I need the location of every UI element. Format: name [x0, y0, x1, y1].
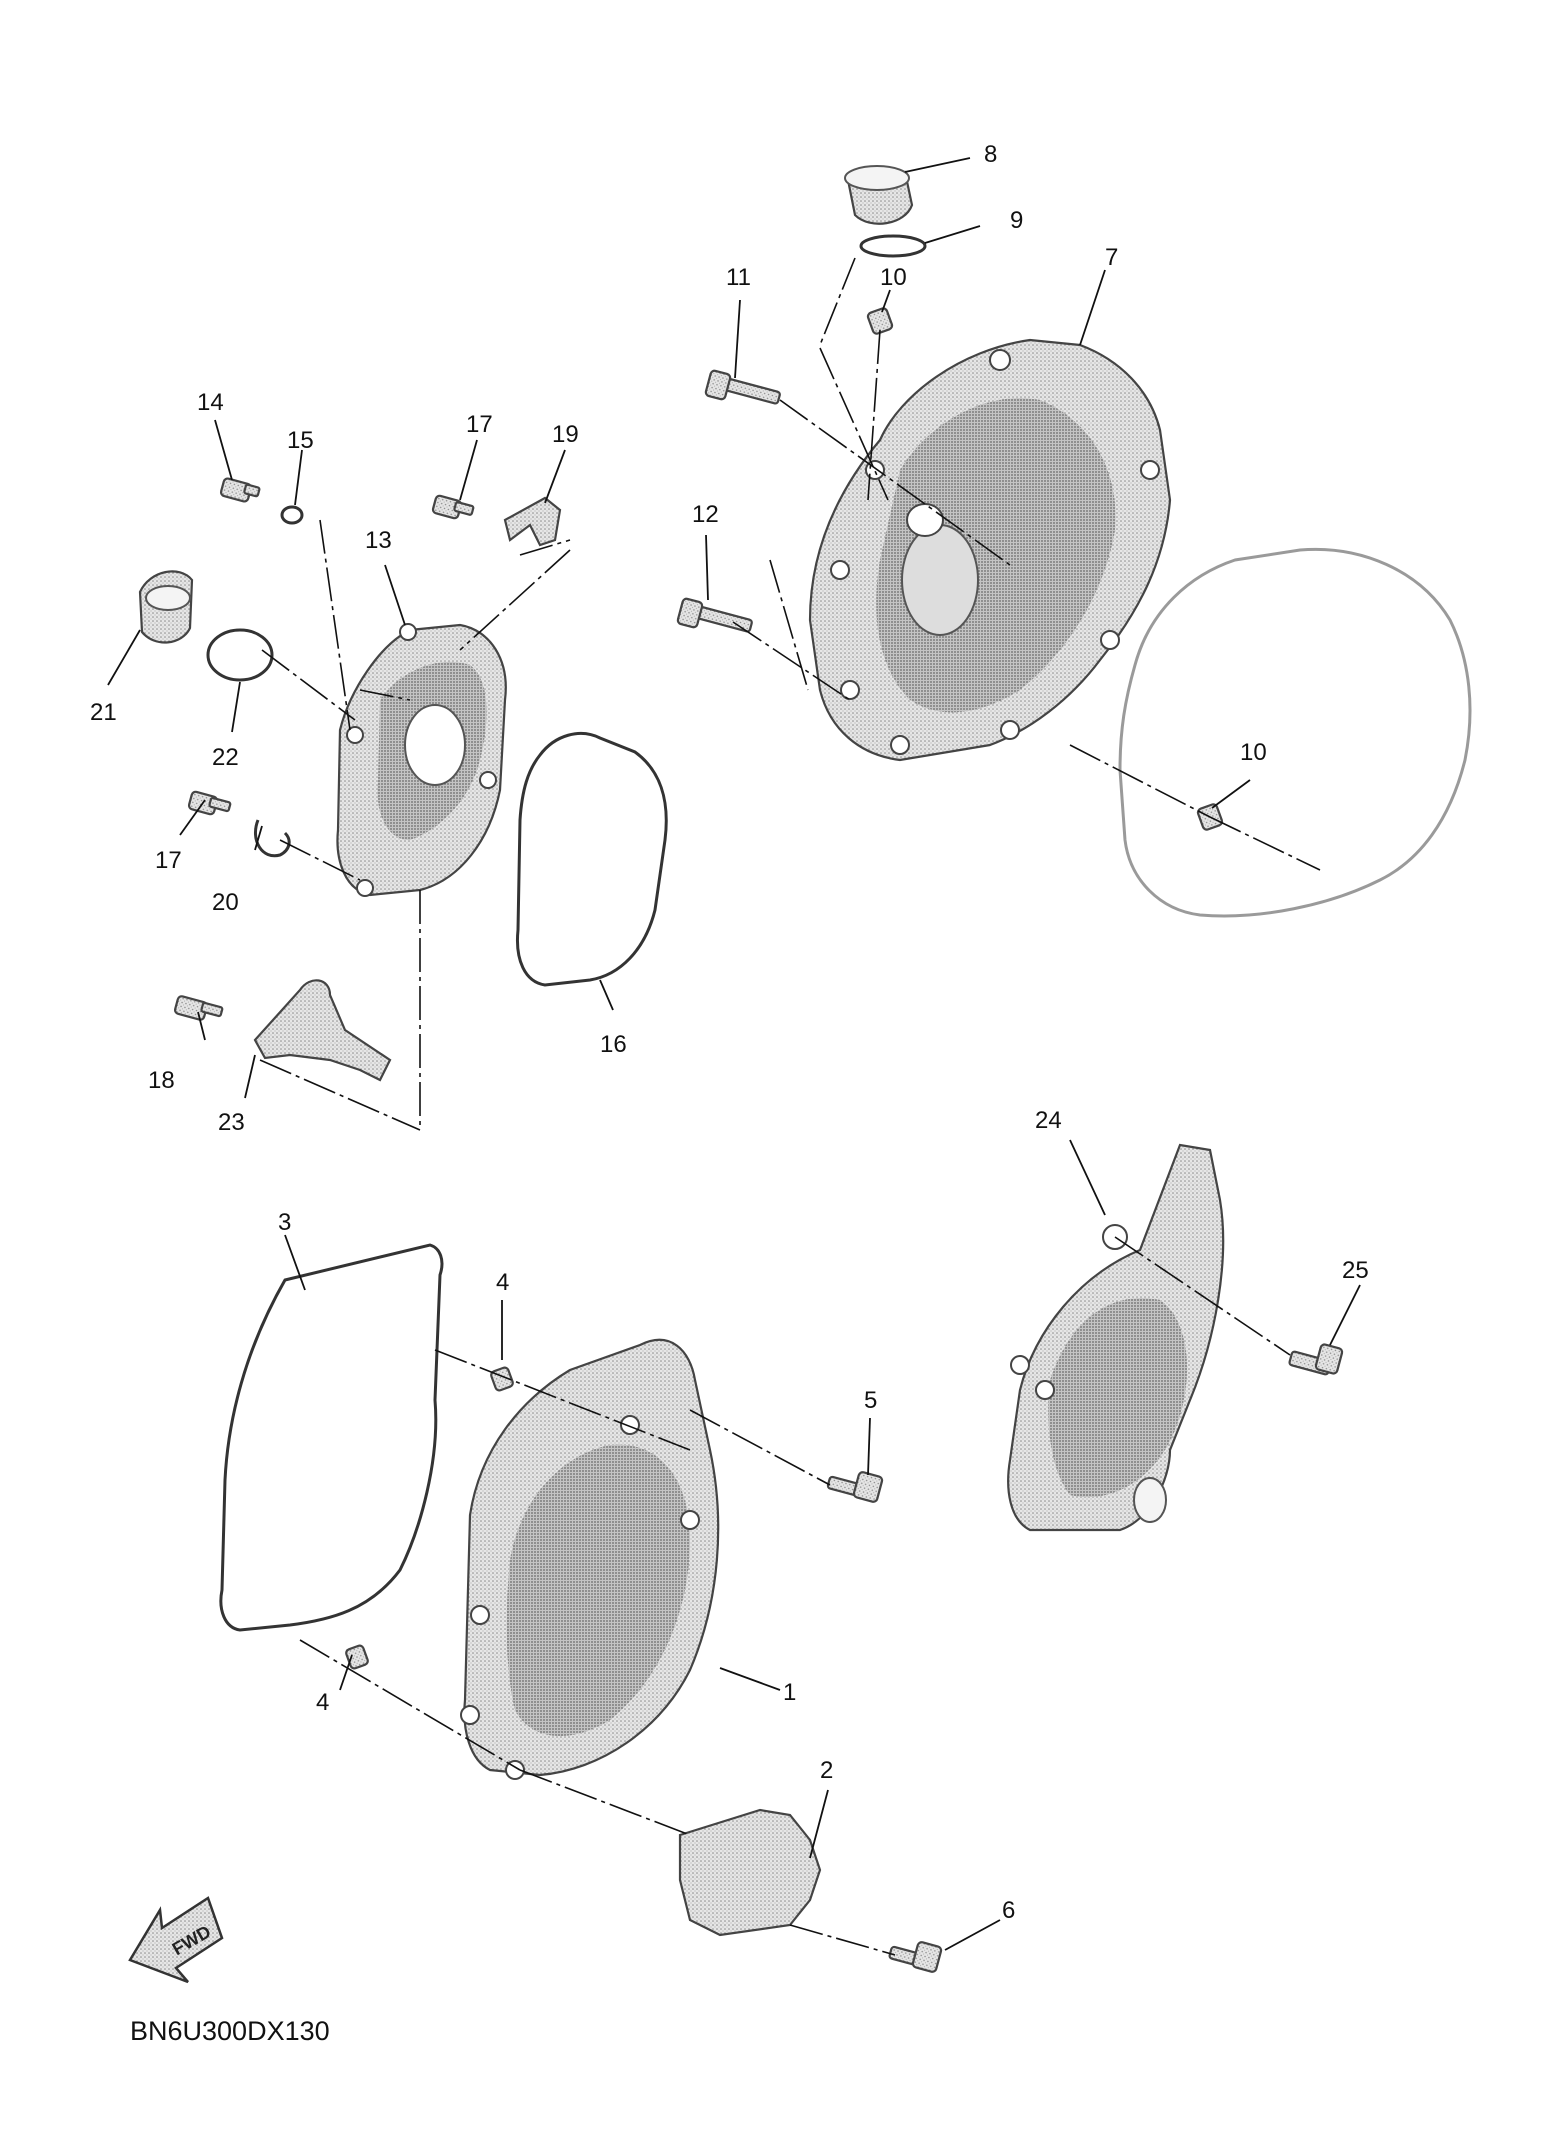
generator-cover-part-1 — [460, 1338, 720, 1780]
callout-13: 13 — [365, 527, 392, 554]
callout-3: 3 — [278, 1209, 291, 1236]
bolt-part-11 — [704, 369, 781, 405]
diagram-code: BN6U300DX130 — [130, 2016, 330, 2046]
callout-11: 11 — [726, 264, 751, 291]
callout-12: 12 — [692, 501, 719, 528]
cover-part-2 — [678, 1808, 822, 1937]
bracket-part-23 — [253, 979, 392, 1082]
callout-22: 22 — [212, 744, 239, 771]
callout-18: 18 — [148, 1067, 175, 1094]
bolt-part-6 — [888, 1941, 943, 1973]
o-ring-part-15 — [280, 505, 304, 525]
callout-14: 14 — [197, 389, 224, 416]
assembly-lines — [259, 257, 1321, 1956]
dowel-pin-part-10-upper — [866, 307, 894, 335]
bolt-part-18 — [173, 995, 224, 1021]
callout-17-lower: 17 — [155, 847, 182, 874]
dowel-pin-part-4-lower — [345, 1644, 369, 1670]
callout-1: 1 — [783, 1679, 796, 1706]
callout-labels: 1 2 3 4 4 5 6 7 8 9 10 10 11 12 13 14 15… — [90, 141, 1369, 1924]
forward-arrow-icon: FWD — [128, 1896, 224, 1984]
callout-4-upper: 4 — [496, 1269, 509, 1296]
callout-19: 19 — [552, 421, 579, 448]
o-ring-part-22 — [206, 628, 274, 682]
bolt-part-14 — [219, 477, 261, 503]
callout-25: 25 — [1342, 1257, 1369, 1284]
callout-6: 6 — [1002, 1897, 1015, 1924]
gasket-part-3 — [219, 1243, 444, 1632]
crankcase-cover-part-13 — [336, 623, 507, 897]
callout-15: 15 — [287, 427, 314, 454]
callout-7: 7 — [1105, 244, 1118, 271]
bolt-part-17-upper — [431, 494, 475, 520]
clutch-cover-gasket — [1118, 547, 1472, 918]
bolt-part-25 — [1288, 1343, 1344, 1376]
callout-24: 24 — [1035, 1107, 1062, 1134]
bolt-part-17-lower — [187, 790, 232, 816]
gasket-part-16 — [515, 732, 668, 987]
callout-9: 9 — [1010, 207, 1023, 234]
callout-17-upper: 17 — [466, 411, 493, 438]
cap-part-21 — [138, 570, 194, 644]
callout-21: 21 — [90, 699, 117, 726]
bolt-part-5 — [826, 1471, 884, 1503]
callout-10-lower: 10 — [1240, 739, 1267, 766]
callout-10-upper: 10 — [880, 264, 907, 291]
callout-16: 16 — [600, 1031, 627, 1058]
callout-leaders — [107, 157, 1361, 1951]
callout-23: 23 — [218, 1109, 245, 1136]
sprocket-cover-part-24 — [1007, 1143, 1225, 1532]
clip-part-20 — [254, 819, 291, 858]
callout-4-lower: 4 — [316, 1689, 329, 1716]
callout-8: 8 — [984, 141, 997, 168]
callout-20: 20 — [212, 889, 239, 916]
o-ring-part-9 — [859, 234, 927, 258]
callout-2: 2 — [820, 1757, 833, 1784]
filler-cap-part-8 — [844, 165, 914, 225]
callout-5: 5 — [864, 1387, 877, 1414]
clamp-part-19 — [503, 496, 562, 547]
